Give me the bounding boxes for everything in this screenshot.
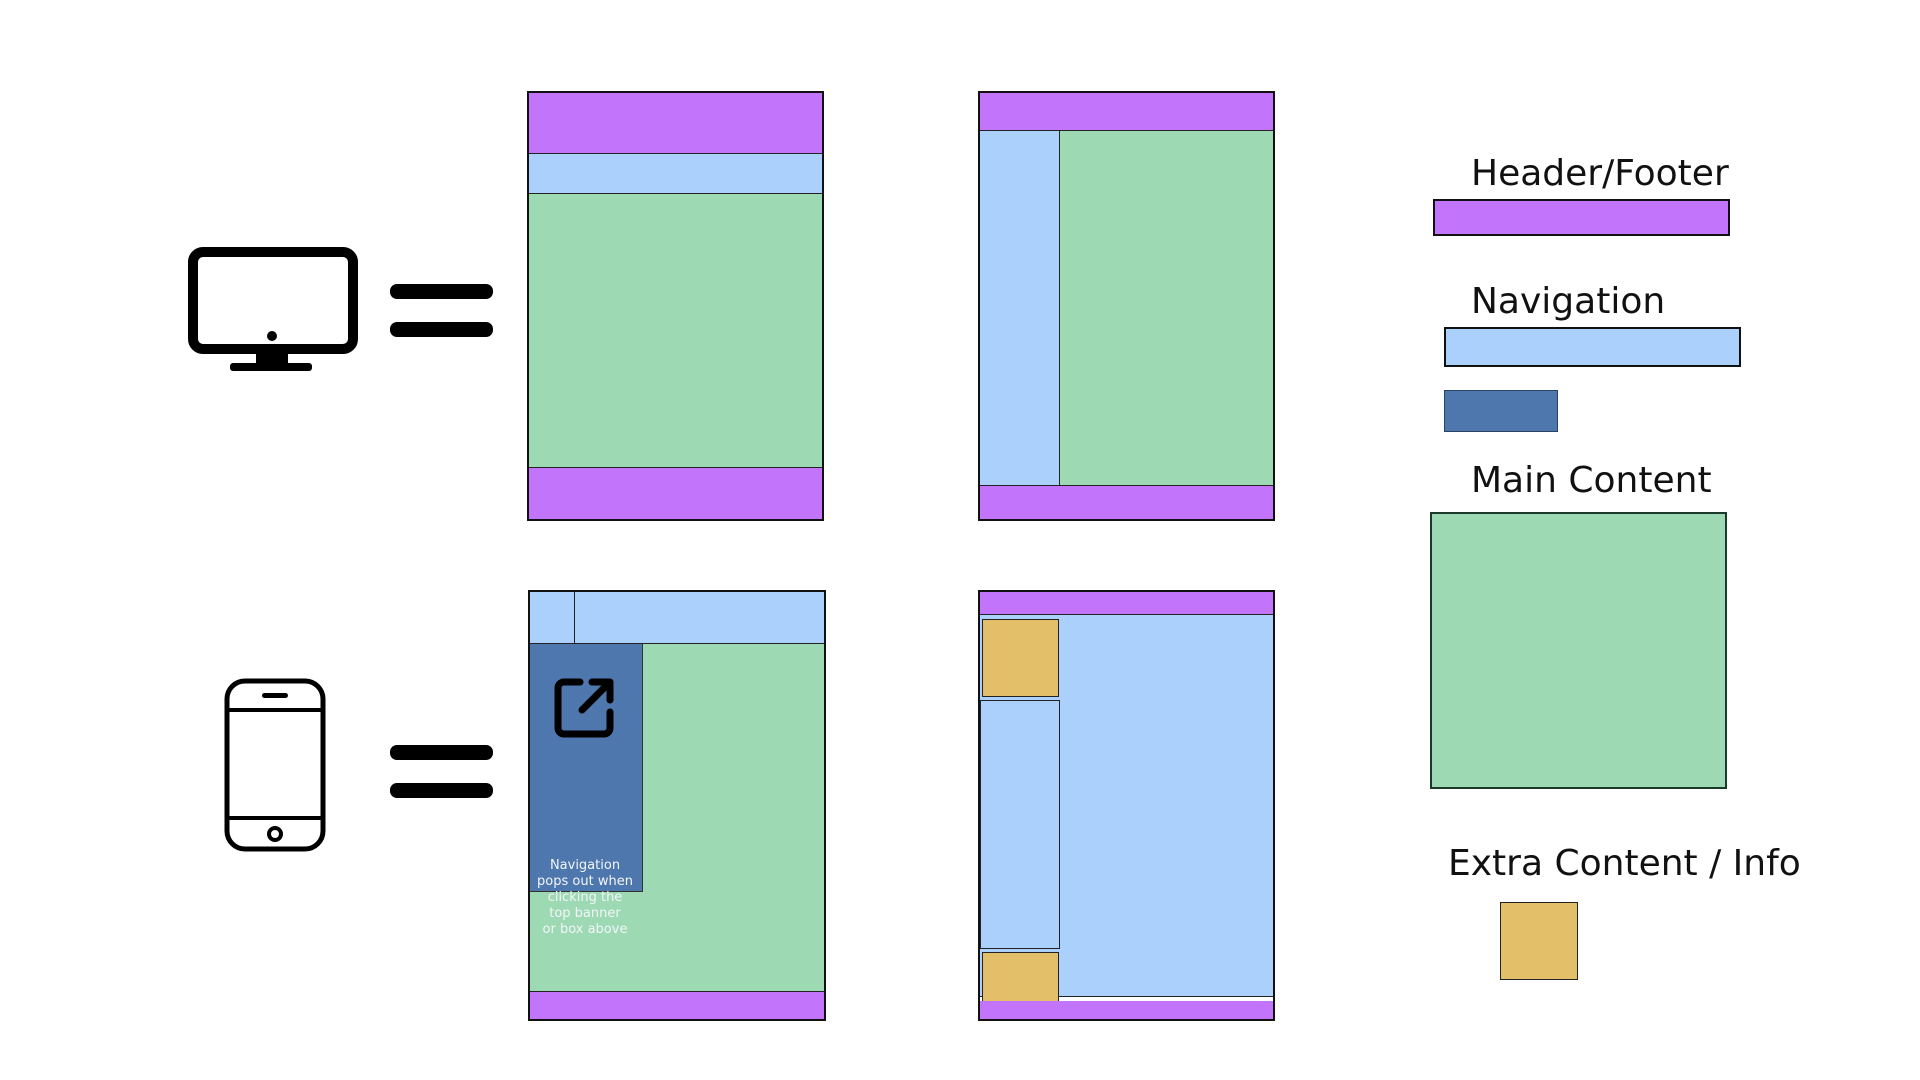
legend-main-content-title: Main Content xyxy=(1471,460,1712,501)
footer-block xyxy=(980,486,1273,519)
navigation-top-banner[interactable] xyxy=(575,592,824,644)
main-content-block xyxy=(529,194,822,468)
desktop-equals-sign xyxy=(388,284,498,344)
legend-header-footer-swatch xyxy=(1433,199,1730,236)
popout-line: clicking the xyxy=(547,890,623,905)
navigation-popout-panel: Navigation pops out when clicking the to… xyxy=(530,644,643,937)
legend-extra-content-swatch xyxy=(1500,902,1578,980)
main-content-block xyxy=(1060,131,1273,486)
popout-line: or box above xyxy=(542,922,628,937)
navigation-side-column xyxy=(980,700,1060,949)
popout-description: Navigation pops out when clicking the to… xyxy=(530,858,640,938)
desktop-monitor-icon xyxy=(188,247,358,377)
mobile-phone-icon xyxy=(222,676,328,854)
extra-content-box-bottom xyxy=(982,952,1059,1005)
layout-mobile-popout-nav: Navigation pops out when clicking the to… xyxy=(528,590,826,1021)
popout-line: Navigation xyxy=(549,858,621,873)
footer-block xyxy=(980,1001,1273,1019)
navigation-menu-toggle-box[interactable] xyxy=(530,592,575,644)
legend-navigation-swatch-dark xyxy=(1444,390,1558,432)
navigation-bar xyxy=(529,154,822,194)
popout-line: top banner xyxy=(549,906,621,921)
mobile-equals-sign xyxy=(388,745,498,805)
legend-navigation-swatch-light xyxy=(1444,327,1741,367)
legend-extra-content-title: Extra Content / Info xyxy=(1448,843,1801,884)
layout-desktop-top-nav xyxy=(527,91,824,521)
header-block xyxy=(980,93,1273,131)
layout-desktop-side-nav xyxy=(978,91,1275,521)
layout-mobile-extra-content xyxy=(978,590,1275,1021)
extra-content-box-top xyxy=(982,619,1059,697)
legend-navigation-title: Navigation xyxy=(1471,281,1666,322)
header-block xyxy=(529,93,822,154)
external-link-icon xyxy=(552,676,616,740)
legend-header-footer-title: Header/Footer xyxy=(1471,153,1729,194)
navigation-sidebar xyxy=(980,131,1060,486)
legend-main-content-swatch xyxy=(1430,512,1727,789)
footer-block xyxy=(529,468,822,519)
footer-block xyxy=(530,992,824,1019)
header-block xyxy=(980,592,1273,615)
popout-line: pops out when xyxy=(537,874,633,889)
